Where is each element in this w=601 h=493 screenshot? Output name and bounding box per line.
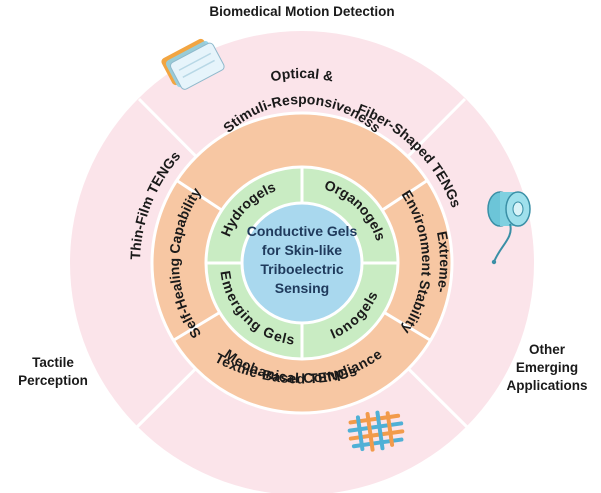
center-title: Conductive Gels for Skin-like Triboelect… (247, 223, 358, 296)
property-label-optical-1: Optical & (269, 65, 335, 84)
application-label-other-2: Emerging (516, 360, 578, 375)
center-line-3: Triboelectric (260, 261, 343, 277)
application-label-other: Other Emerging Applications (506, 342, 587, 393)
property-label-extreme-1-path: Extreme- (434, 230, 453, 295)
center-line-1: Conductive Gels (247, 223, 358, 239)
application-label-tactile-1: Tactile (32, 355, 74, 370)
thin-film-teng-illustration (161, 38, 225, 90)
fiber-spool-illustration (487, 191, 531, 265)
center-line-2: for Skin-like (262, 242, 342, 258)
center-line-4: Sensing (275, 280, 329, 296)
application-label-tactile: Tactile Perception (18, 355, 88, 388)
property-label-extreme-1: Extreme- (434, 230, 453, 295)
application-label-biomedical: Biomedical Motion Detection (209, 4, 394, 19)
application-label-other-3: Applications (506, 378, 587, 393)
property-label-optical-1-path: Optical & (269, 65, 335, 84)
center-core (240, 201, 364, 325)
textile-teng-illustration (347, 410, 405, 452)
application-label-tactile-2: Perception (18, 373, 88, 388)
application-label-other-1: Other (529, 342, 566, 357)
